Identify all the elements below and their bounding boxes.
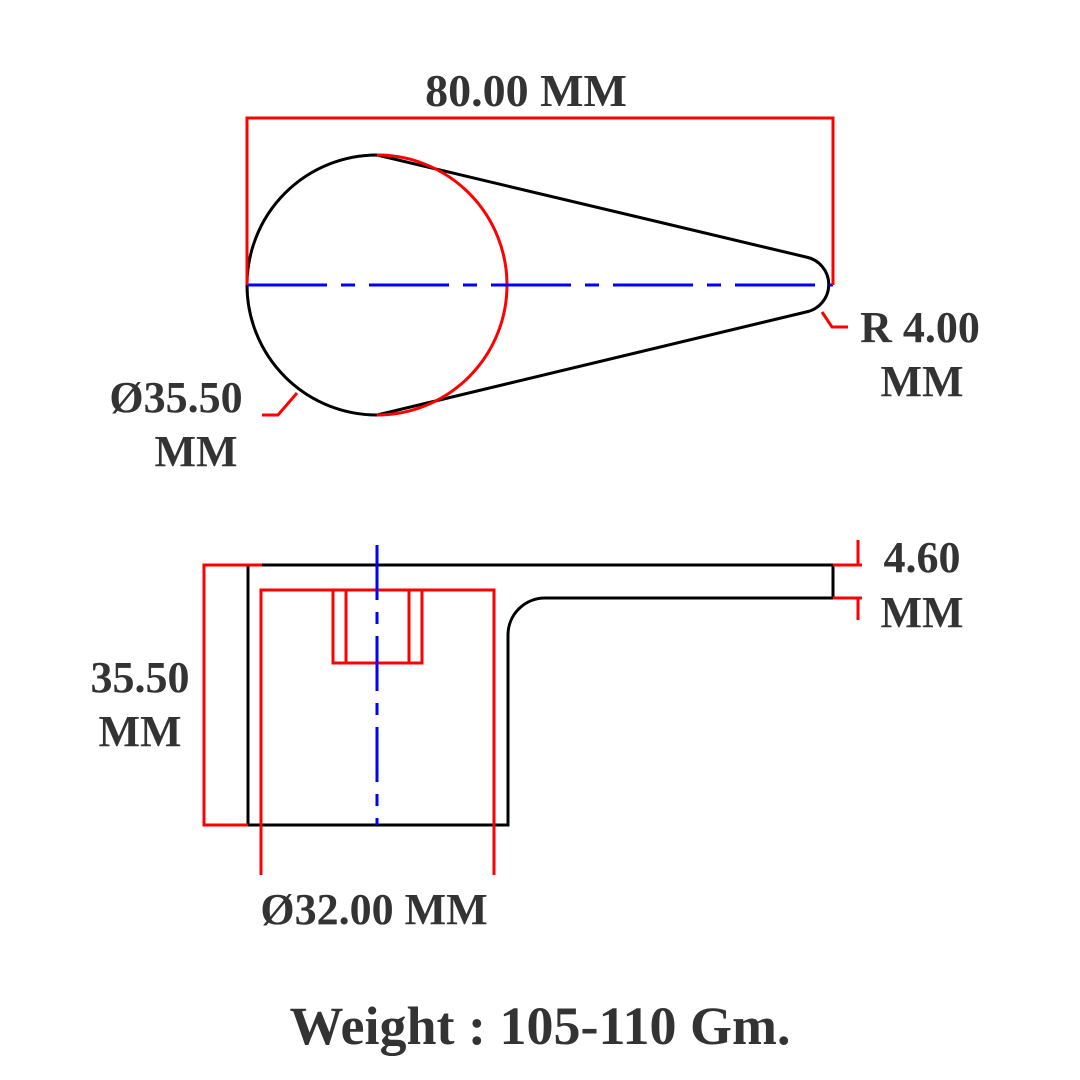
bore-diameter-label: Ø32.00 MM: [260, 885, 487, 934]
radius-dimension-unit: MM: [880, 357, 963, 406]
diameter-leader: [262, 392, 299, 417]
radius-dimension-label: R 4.00: [860, 303, 980, 352]
top-view: [245, 116, 848, 417]
diameter-dimension-label: Ø35.50: [109, 373, 242, 422]
length-dimension-label: 80.00 MM: [425, 65, 627, 116]
thickness-dimension-label: 4.60: [884, 533, 961, 582]
lever-outline: [245, 153, 831, 417]
side-view: [202, 540, 862, 875]
weight-label: Weight : 105-110 Gm.: [290, 996, 791, 1056]
diameter-dimension-unit: MM: [154, 427, 237, 476]
thickness-dimension-lines: [833, 540, 862, 620]
height-dimension-line: [202, 563, 262, 827]
height-dimension-label: 35.50: [91, 653, 190, 702]
height-dimension-unit: MM: [98, 707, 181, 756]
side-outline: [246, 563, 835, 827]
radius-leader: [820, 311, 848, 329]
length-dimension-line: [245, 116, 835, 285]
thickness-dimension-unit: MM: [880, 588, 963, 637]
